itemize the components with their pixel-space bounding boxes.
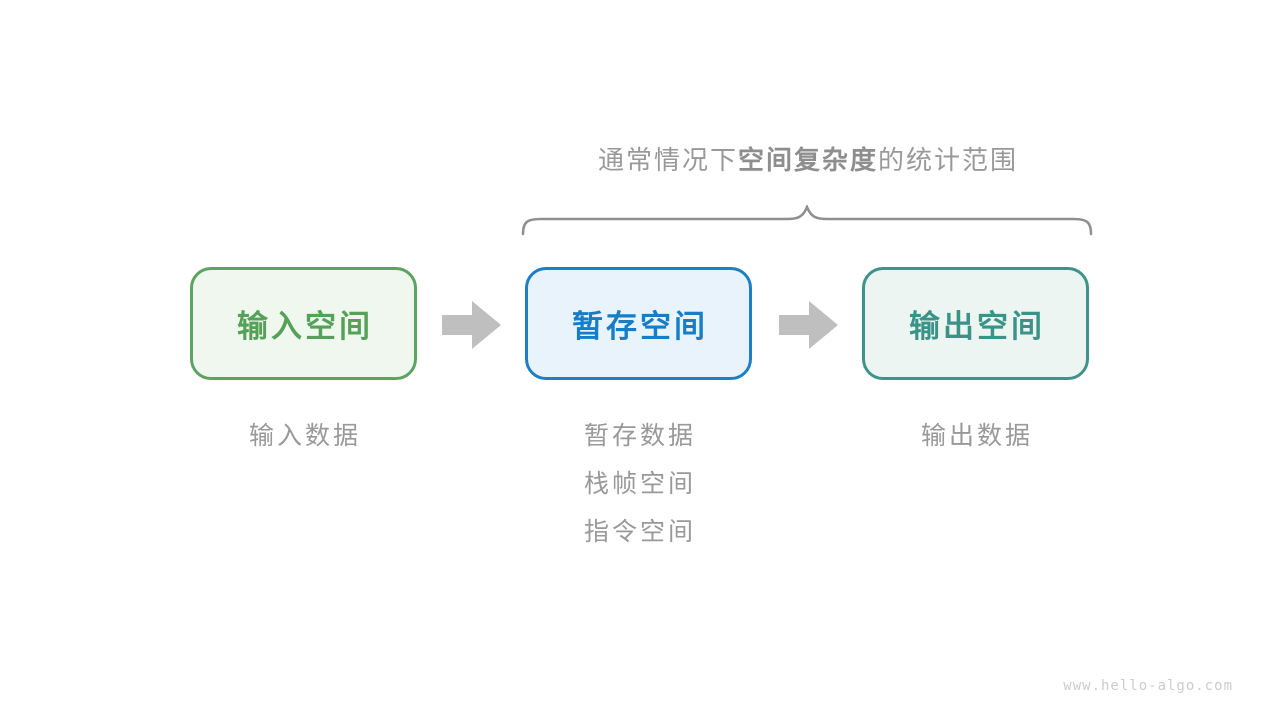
temp-space-label: 暂存空间 — [572, 309, 708, 344]
temp-space-box: 暂存空间 — [525, 267, 752, 380]
note-input-data: 输入数据 — [248, 422, 361, 450]
output-space-label: 输出空间 — [909, 309, 1045, 344]
note-output-data: 输出数据 — [920, 422, 1033, 450]
temp-notes: 暂存数据 栈帧空间 指令空间 — [525, 423, 752, 546]
arrow-right-icon — [442, 301, 501, 349]
note-temp-data: 暂存数据 — [583, 422, 696, 450]
brace-icon — [521, 205, 1093, 236]
output-space-box: 输出空间 — [862, 267, 1089, 380]
arrow-right-icon — [779, 301, 838, 349]
input-notes: 输入数据 — [190, 423, 417, 450]
note-instruction-space: 指令空间 — [583, 518, 696, 546]
note-stack-frame-space: 栈帧空间 — [583, 470, 696, 498]
output-notes: 输出数据 — [862, 423, 1089, 450]
scope-title-highlight: 空间复杂度 — [737, 145, 878, 175]
scope-title: 通常情况下空间复杂度的统计范围 — [523, 145, 1093, 175]
input-space-label: 输入空间 — [237, 309, 373, 344]
scope-title-prefix: 通常情况下 — [597, 145, 738, 175]
scope-title-suffix: 的统计范围 — [878, 145, 1019, 175]
watermark: www.hello-algo.com — [1063, 678, 1233, 694]
input-space-box: 输入空间 — [190, 267, 417, 380]
